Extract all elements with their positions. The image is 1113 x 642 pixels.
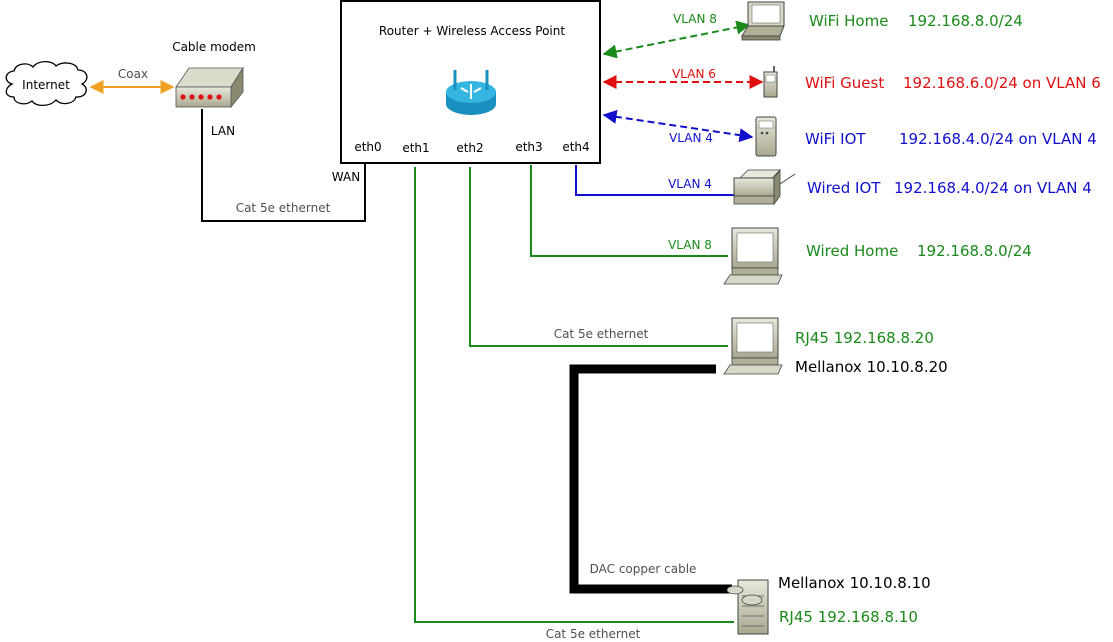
wired-iot-vlan-label: VLAN 4 <box>668 177 712 191</box>
cloud-icon <box>5 60 88 107</box>
server-entry: Mellanox 10.10.8.10 RJ45 192.168.8.10 <box>778 574 931 626</box>
eth1-link-label: Cat 5e ethernet <box>546 627 641 641</box>
wifi-guest-vlan-label: VLAN 6 <box>672 67 716 81</box>
wan-link <box>201 109 366 222</box>
port-eth0: eth0 <box>354 140 381 154</box>
server-icon <box>726 579 769 635</box>
wired-home-subnet: 192.168.8.0/24 <box>917 242 1032 260</box>
wireless-router-icon <box>446 70 496 115</box>
dac-label: DAC copper cable <box>590 562 697 576</box>
port-eth2: eth2 <box>456 141 483 155</box>
eth2-link-label: Cat 5e ethernet <box>554 327 649 341</box>
port-eth1: eth1 <box>402 141 429 155</box>
wired-iot-link <box>575 165 738 196</box>
laptop-icon <box>741 1 785 41</box>
wifi-iot-link <box>602 109 754 143</box>
wan-link-label: Cat 5e ethernet <box>236 201 331 215</box>
wired-iot-entry: Wired IOT 192.168.4.0/24 on VLAN 4 <box>807 179 1092 197</box>
wifi-home-link <box>602 20 751 59</box>
wifi-home-vlan-label: VLAN 8 <box>673 12 717 26</box>
wifi-home-entry: WiFi Home 192.168.8.0/24 <box>809 12 1023 30</box>
wifi-guest-name: WiFi Guest <box>805 74 884 92</box>
wifi-home-subnet: 192.168.8.0/24 <box>908 12 1023 30</box>
iot-device-icon <box>755 116 777 157</box>
printer-icon <box>733 168 796 206</box>
coax-label: Coax <box>118 67 148 81</box>
wired-home-link <box>530 165 728 257</box>
eth2-link <box>469 167 728 347</box>
wired-iot-subnet: 192.168.4.0/24 on VLAN 4 <box>894 179 1092 197</box>
cable-modem: Cable modem LAN <box>172 40 256 138</box>
modem-icon <box>175 66 244 109</box>
internet-label: Internet <box>22 78 70 92</box>
router-title: Router + Wireless Access Point <box>379 24 565 38</box>
internet-cloud: Internet <box>5 60 88 107</box>
server-mellanox: Mellanox 10.10.8.10 <box>778 574 931 592</box>
port-eth3: eth3 <box>515 140 542 154</box>
modem-lan-label: LAN <box>211 124 235 138</box>
port-eth4: eth4 <box>562 140 589 154</box>
workstation-desktop-icon <box>723 317 783 375</box>
router: Router + Wireless Access Point eth0 eth1… <box>340 0 601 164</box>
wifi-guest-entry: WiFi Guest 192.168.6.0/24 on VLAN 6 <box>805 74 1101 92</box>
wired-home-name: Wired Home <box>806 242 898 260</box>
wired-home-vlan-label: VLAN 8 <box>668 238 712 252</box>
wan-label: WAN <box>332 170 360 184</box>
wired-home-desktop-icon <box>723 227 783 285</box>
workstation-rj45: RJ45 192.168.8.20 <box>795 329 934 347</box>
wifi-iot-subnet: 192.168.4.0/24 on VLAN 4 <box>899 130 1097 148</box>
wifi-iot-vlan-label: VLAN 4 <box>669 131 713 145</box>
modem-title: Cable modem <box>172 40 256 54</box>
phone-icon <box>763 66 778 98</box>
eth1-link <box>414 167 734 623</box>
wifi-iot-entry: WiFi IOT 192.168.4.0/24 on VLAN 4 <box>805 130 1097 148</box>
server-rj45: RJ45 192.168.8.10 <box>779 608 918 626</box>
workstation-mellanox: Mellanox 10.10.8.20 <box>795 358 948 376</box>
wifi-guest-subnet: 192.168.6.0/24 on VLAN 6 <box>903 74 1101 92</box>
dac-link <box>569 364 732 594</box>
wifi-iot-name: WiFi IOT <box>805 130 866 148</box>
wired-home-entry: Wired Home 192.168.8.0/24 <box>806 242 1032 260</box>
wifi-home-name: WiFi Home <box>809 12 888 30</box>
workstation-entry: RJ45 192.168.8.20 Mellanox 10.10.8.20 <box>795 329 948 376</box>
wired-iot-name: Wired IOT <box>807 179 881 197</box>
